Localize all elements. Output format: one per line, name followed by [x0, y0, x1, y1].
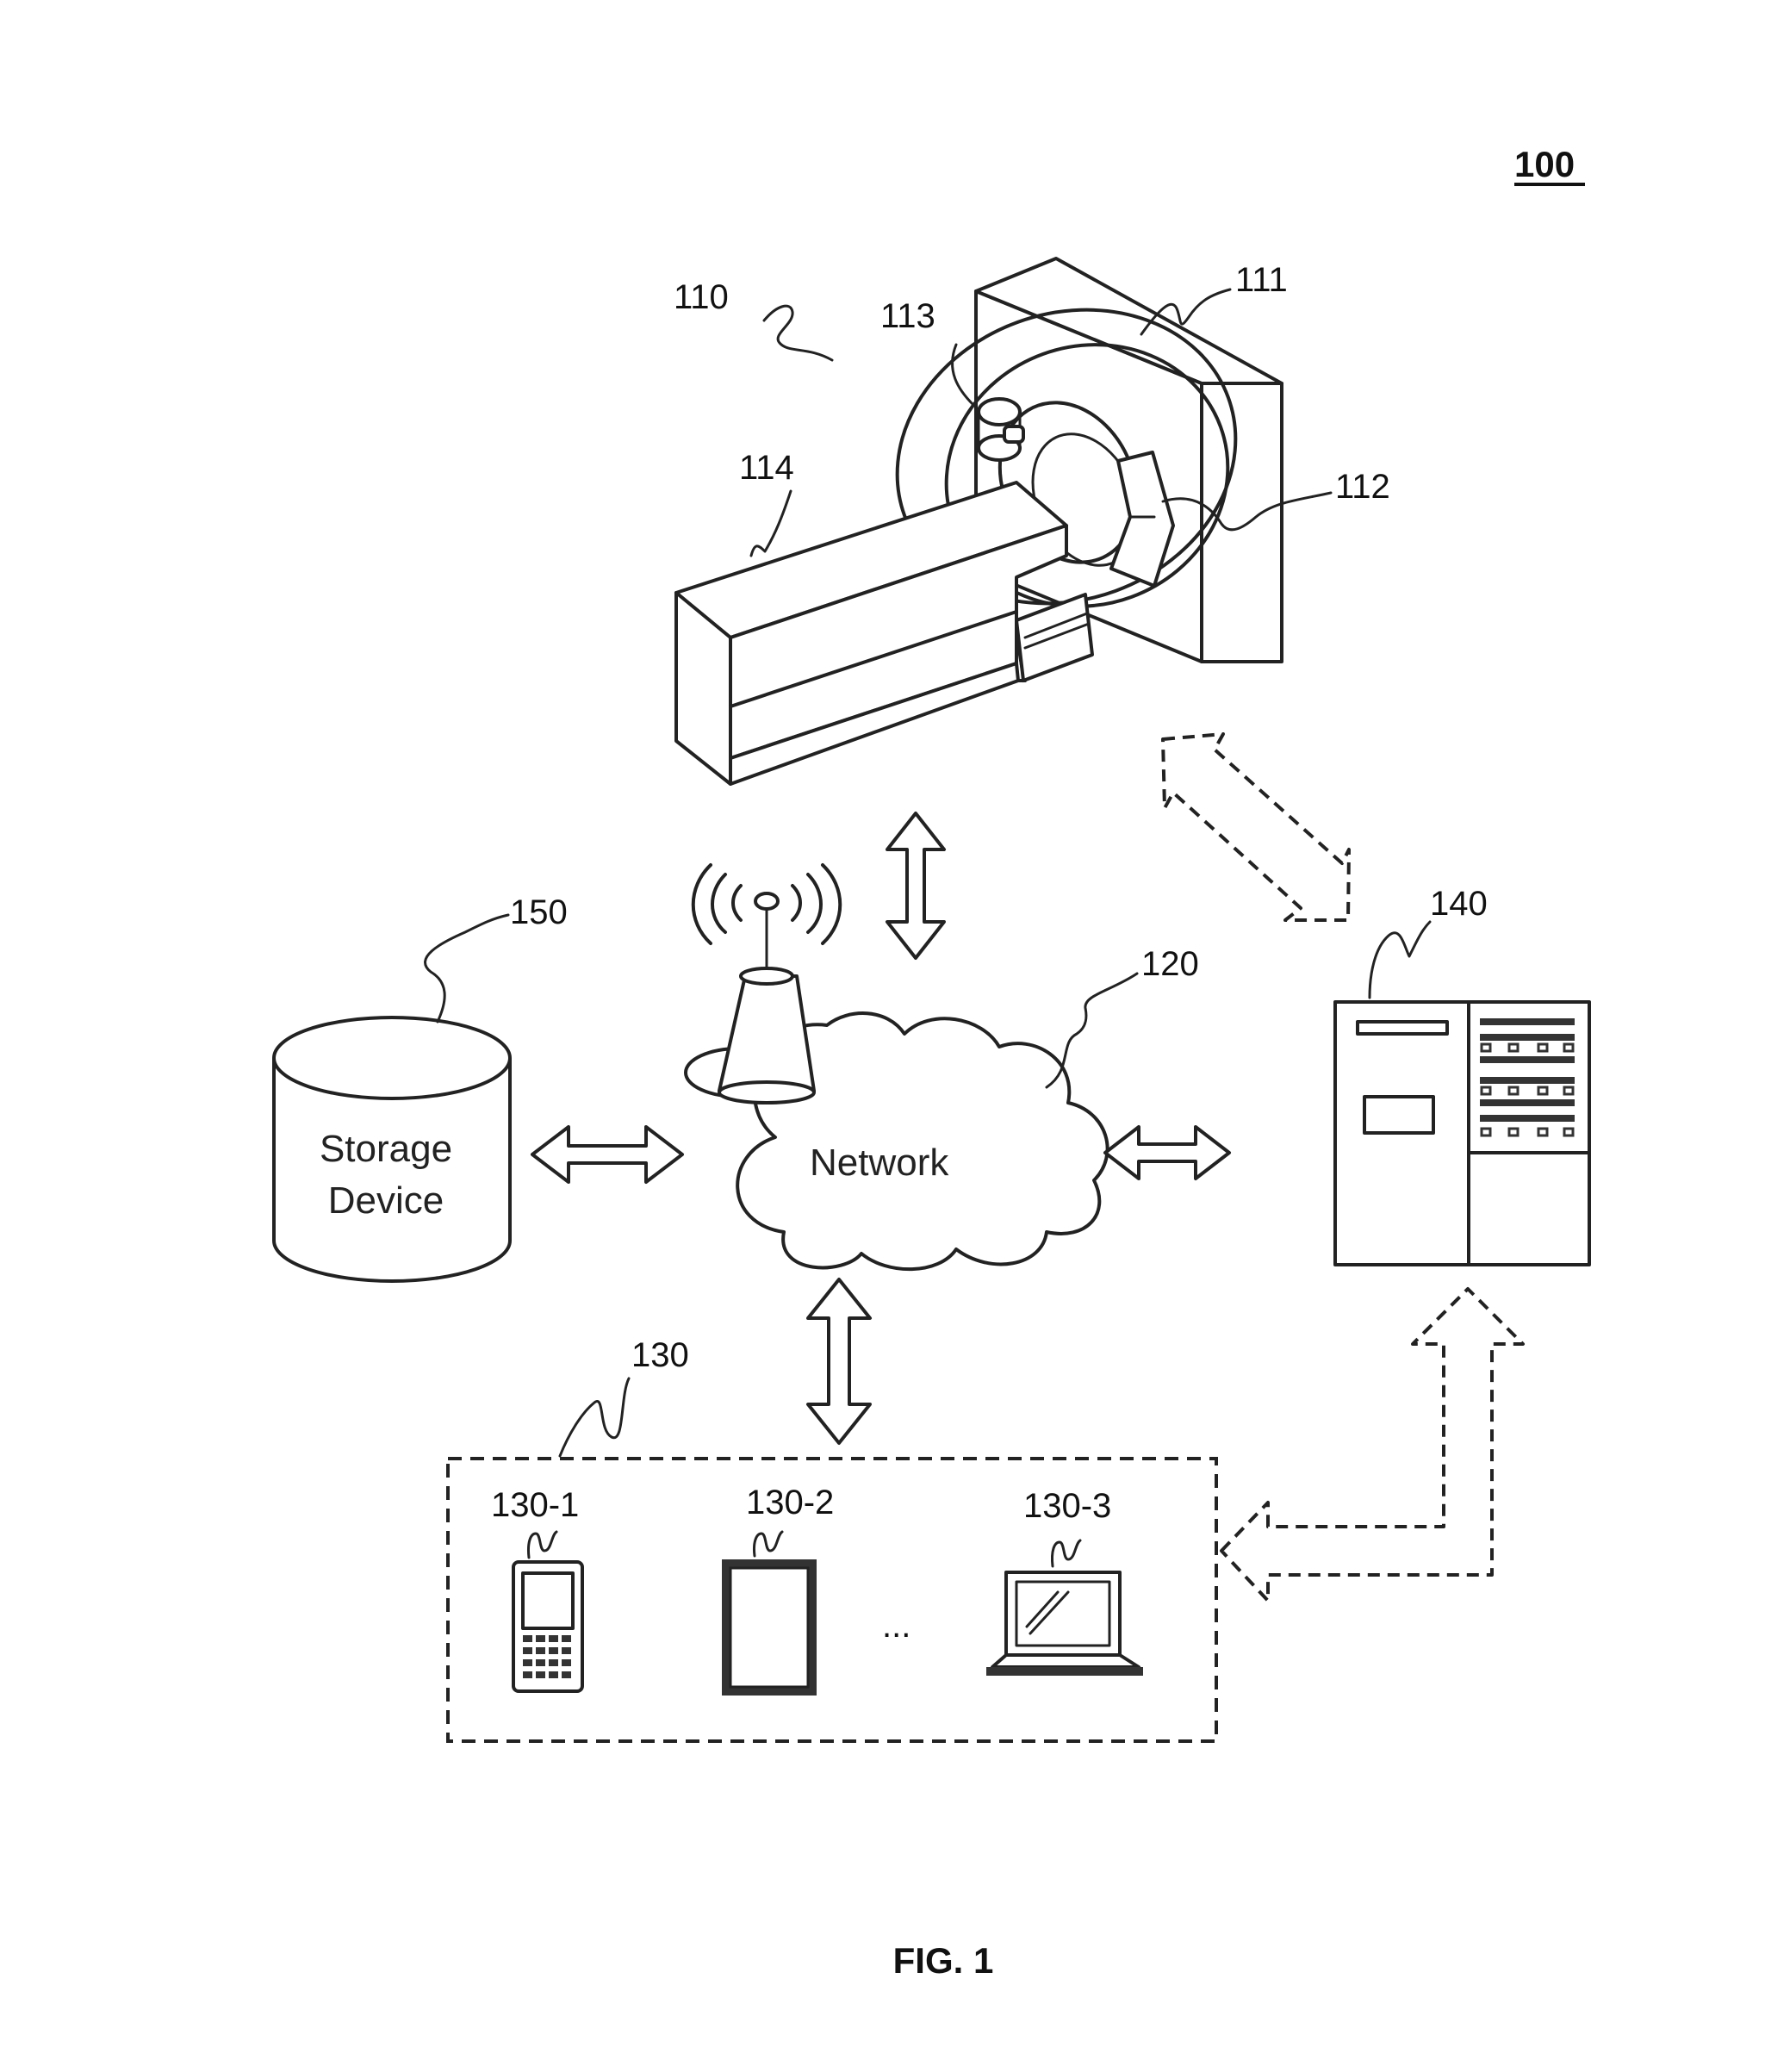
terminals-ellipsis: ... [882, 1607, 910, 1645]
network-leader [1047, 974, 1137, 1087]
storage-text-line2: Device [328, 1179, 444, 1222]
patient-table [676, 482, 1092, 784]
scanner-group [676, 258, 1282, 784]
terminal-1-leader [528, 1532, 556, 1558]
gantry-ref-label: 111 [1235, 261, 1288, 299]
storage-text-line1: Storage [320, 1128, 452, 1170]
storage-ref-label: 150 [510, 893, 568, 931]
network-ref-label: 120 [1141, 945, 1199, 983]
processing-ref-label: 140 [1430, 885, 1488, 923]
processing-leader [1370, 922, 1430, 998]
laptop [986, 1572, 1143, 1676]
arrow-network-processing [1105, 1127, 1229, 1179]
dashed-arrow-processing-scanner [1163, 734, 1349, 920]
arrow-network-terminals [808, 1279, 870, 1443]
terminal-3-leader [1052, 1540, 1080, 1566]
table-ref-label: 114 [739, 449, 794, 487]
terminal-2-ref-label: 130-2 [746, 1484, 834, 1521]
scanner-leader [764, 306, 832, 360]
table-leader [751, 491, 791, 556]
terminals-leader [560, 1378, 629, 1456]
detector-ref-label: 112 [1335, 468, 1390, 506]
mobile-phone [513, 1562, 582, 1691]
figure-caption: FIG. 1 [893, 1940, 994, 1981]
system-ref-label: 100 [1514, 144, 1575, 184]
scanner-ref-label: 110 [674, 278, 729, 316]
processing-device [1335, 1002, 1589, 1265]
storage-leader [426, 915, 508, 1022]
arrow-storage-network [532, 1127, 682, 1182]
dashed-arrow-terminals-processing [1221, 1289, 1523, 1601]
terminal-1-ref-label: 130-1 [491, 1486, 579, 1524]
terminal-3-ref-label: 130-3 [1023, 1487, 1111, 1525]
tablet [722, 1559, 817, 1696]
source-ref-label: 113 [880, 297, 935, 335]
arrow-scanner-network [887, 813, 944, 958]
network-text: Network [810, 1142, 949, 1184]
terminal-2-leader [754, 1532, 782, 1556]
terminals-ref-label: 130 [631, 1336, 689, 1374]
